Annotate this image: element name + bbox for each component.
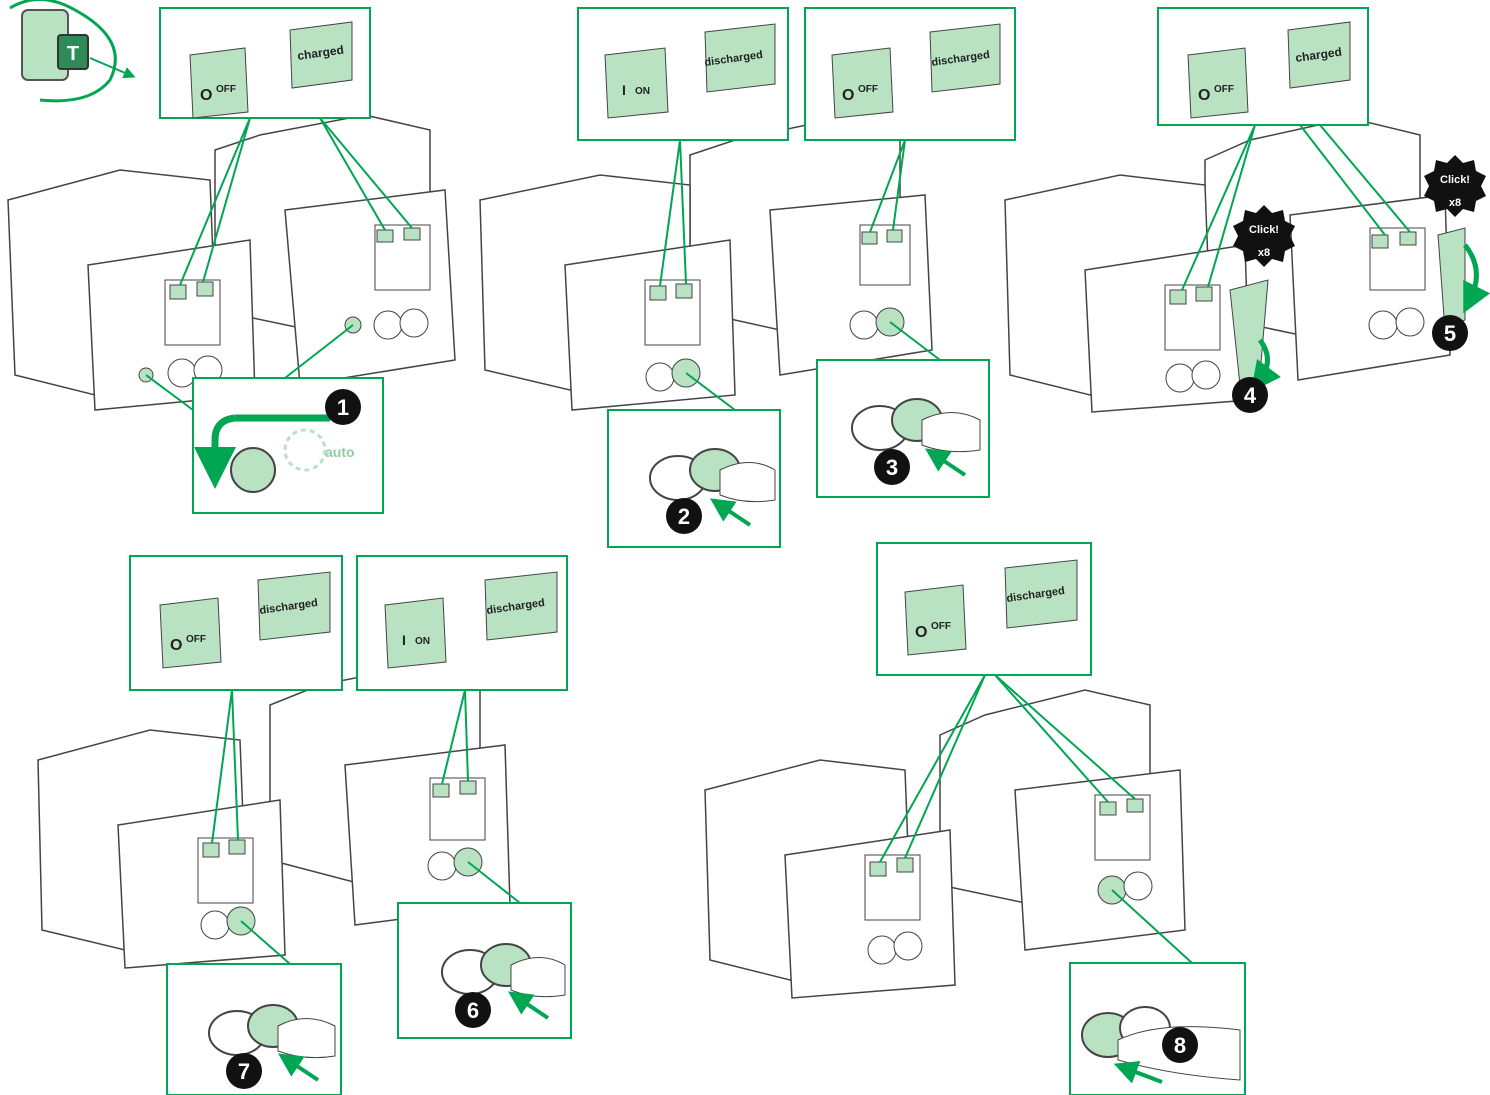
svg-text:1: 1 bbox=[337, 395, 349, 420]
svg-text:OFF: OFF bbox=[931, 621, 951, 632]
svg-text:x8: x8 bbox=[1258, 247, 1270, 259]
svg-text:I: I bbox=[402, 632, 406, 648]
svg-text:I: I bbox=[622, 82, 626, 98]
svg-text:O: O bbox=[915, 624, 927, 641]
step-badge-1: 1 bbox=[325, 389, 361, 425]
step-6-7-group: O OFF discharged I ON discharged bbox=[38, 556, 571, 1095]
svg-text:Click!: Click! bbox=[1249, 224, 1279, 236]
step-badge-5: 5 bbox=[1432, 315, 1468, 351]
svg-text:x8: x8 bbox=[1449, 197, 1461, 209]
svg-text:O: O bbox=[1198, 87, 1210, 104]
device-back bbox=[270, 665, 510, 925]
padlock-icon: T bbox=[10, 0, 130, 101]
step-badge-7: 7 bbox=[226, 1053, 262, 1089]
svg-text:OFF: OFF bbox=[186, 634, 206, 645]
svg-text:ON: ON bbox=[415, 636, 430, 647]
auto-label: auto bbox=[325, 444, 355, 460]
step-4-5-group: O OFF charged Click! x8 Click! x8 bbox=[1005, 8, 1486, 412]
svg-text:ON: ON bbox=[635, 86, 650, 97]
step-badge-3: 3 bbox=[874, 449, 910, 485]
device-back bbox=[940, 690, 1185, 950]
step-badge-6: 6 bbox=[455, 992, 491, 1028]
svg-text:7: 7 bbox=[238, 1059, 250, 1084]
step-badge-4: 4 bbox=[1232, 377, 1268, 413]
svg-text:OFF: OFF bbox=[858, 84, 878, 95]
step-1-group: O OFF charged auto bbox=[8, 8, 455, 513]
step-2-3-group: I ON discharged O OFF discharged bbox=[480, 8, 1015, 547]
svg-text:O: O bbox=[842, 87, 854, 104]
svg-text:3: 3 bbox=[886, 455, 898, 480]
step-badge-2: 2 bbox=[666, 498, 702, 534]
svg-text:5: 5 bbox=[1444, 321, 1456, 346]
svg-text:4: 4 bbox=[1244, 383, 1257, 408]
svg-text:6: 6 bbox=[467, 998, 479, 1023]
step-8-group: O OFF discharged bbox=[705, 543, 1245, 1095]
svg-text:8: 8 bbox=[1174, 1033, 1186, 1058]
svg-text:OFF: OFF bbox=[1214, 84, 1234, 95]
svg-text:Click!: Click! bbox=[1440, 174, 1470, 186]
off-label: O bbox=[200, 87, 212, 104]
step-badge-8: 8 bbox=[1162, 1027, 1198, 1063]
svg-text:O: O bbox=[170, 637, 182, 654]
svg-text:2: 2 bbox=[678, 504, 690, 529]
padlock-letter: T bbox=[67, 43, 79, 65]
svg-text:OFF: OFF bbox=[216, 84, 236, 95]
device-front bbox=[38, 730, 285, 968]
